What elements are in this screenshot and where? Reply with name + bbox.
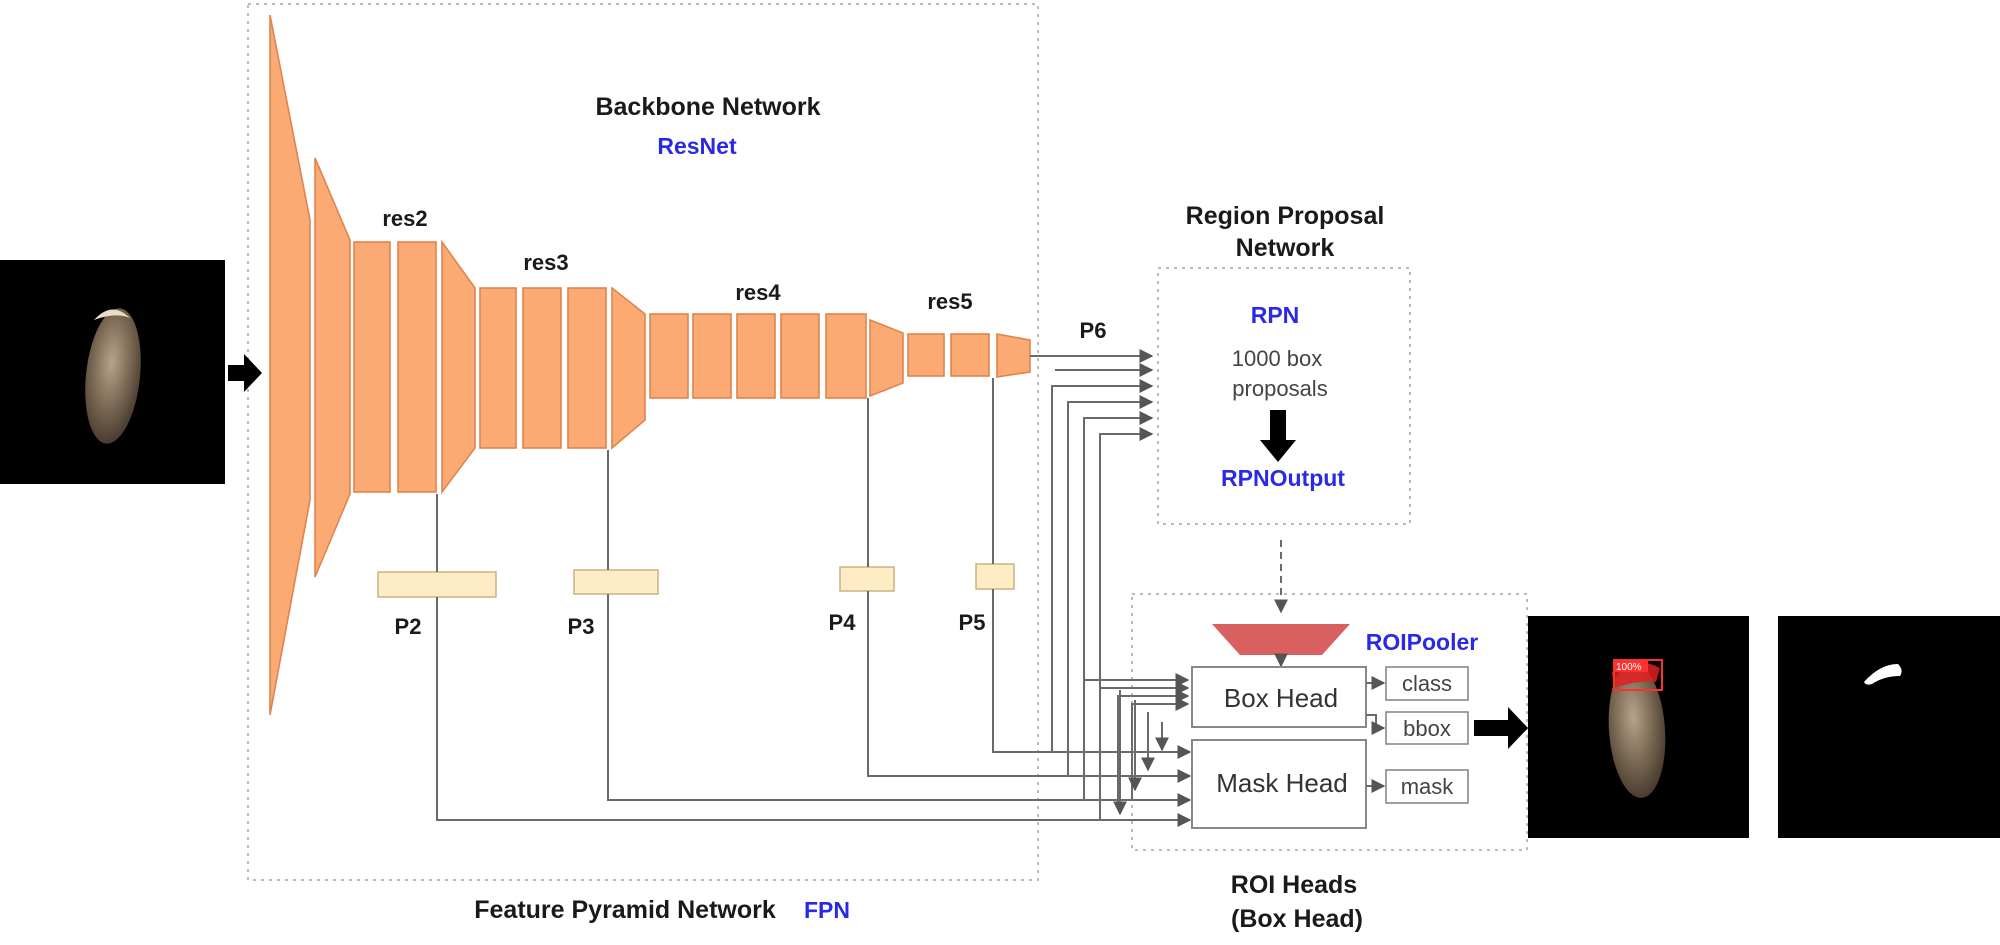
mask-shape bbox=[1864, 664, 1902, 685]
box-head-input-connectors bbox=[1083, 673, 1190, 820]
p4-box bbox=[839, 566, 895, 592]
input-image bbox=[0, 260, 225, 484]
res4-block bbox=[649, 313, 689, 399]
res4-block bbox=[736, 313, 776, 399]
rpn-frame bbox=[1157, 267, 1411, 525]
seed-icon bbox=[1608, 662, 1666, 798]
p5-box bbox=[975, 563, 1015, 590]
res2-block bbox=[397, 241, 437, 493]
seed-icon bbox=[85, 308, 141, 444]
rpn-body-line2: proposals bbox=[1232, 376, 1327, 401]
roi-heads-frame bbox=[1131, 593, 1528, 851]
res3-reduce bbox=[611, 286, 646, 450]
backbone-title: Backbone Network bbox=[595, 93, 820, 121]
res4-block bbox=[825, 313, 867, 399]
rpn-output-label: RPNOutput bbox=[1221, 465, 1345, 491]
res3-block bbox=[479, 287, 517, 449]
mask-output-label: mask bbox=[1401, 774, 1455, 799]
class-output-box bbox=[1385, 666, 1469, 701]
rpn-down-arrow-icon bbox=[1260, 410, 1296, 462]
score-label: 100% bbox=[1616, 662, 1642, 673]
p6-label: P6 bbox=[1080, 318, 1107, 343]
roi-heads-title-line2: (Box Head) bbox=[1231, 905, 1363, 933]
fpn-to-mask-connectors bbox=[436, 589, 1192, 827]
class-output-label: class bbox=[1402, 671, 1452, 696]
res2-reduce bbox=[441, 239, 476, 495]
rpn-body-line1: 1000 box bbox=[1232, 346, 1323, 371]
res5-reduce bbox=[996, 333, 1031, 378]
p2-label: P2 bbox=[395, 614, 422, 639]
roi-heads-title-line1: ROI Heads bbox=[1231, 871, 1357, 899]
res4-block bbox=[692, 313, 732, 399]
p3-box bbox=[573, 569, 659, 595]
fpn-title: Feature Pyramid Network bbox=[474, 896, 776, 924]
resnet-blocks bbox=[269, 14, 1031, 716]
roi-pooler-shape bbox=[1212, 624, 1350, 655]
res4-reduce bbox=[869, 318, 904, 398]
res2-block bbox=[353, 241, 391, 493]
box-head-box bbox=[1191, 666, 1367, 728]
bbox-output-label: bbox bbox=[1403, 716, 1451, 741]
box-head-label: Box Head bbox=[1224, 683, 1338, 713]
backbone-subtitle: ResNet bbox=[657, 133, 737, 159]
p5-label: P5 bbox=[959, 610, 986, 635]
res5-block bbox=[950, 333, 990, 377]
res5-block bbox=[907, 333, 945, 377]
mask-head-box bbox=[1191, 739, 1367, 829]
res4-block bbox=[780, 313, 820, 399]
backbone-fpn-frame bbox=[247, 3, 1039, 881]
lateral-connectors bbox=[436, 378, 994, 572]
res3-block bbox=[567, 287, 607, 449]
res2-label: res2 bbox=[382, 206, 427, 231]
output-arrow-icon bbox=[1474, 707, 1528, 749]
rpn-title-line1: Region Proposal bbox=[1186, 202, 1385, 230]
stem-block bbox=[269, 14, 311, 716]
p3-label: P3 bbox=[568, 614, 595, 639]
rpn-title-line2: Network bbox=[1236, 234, 1335, 262]
p4-label: P4 bbox=[829, 610, 857, 635]
rpn-input-connectors bbox=[1030, 349, 1154, 820]
res3-label: res3 bbox=[523, 250, 568, 275]
res5-label: res5 bbox=[927, 289, 972, 314]
res3-block bbox=[522, 287, 562, 449]
bbox-output-box bbox=[1385, 711, 1469, 745]
mask-image bbox=[1778, 616, 2000, 838]
fpn-abbr: FPN bbox=[804, 897, 850, 923]
mask-head-label: Mask Head bbox=[1216, 768, 1348, 798]
res4-label: res4 bbox=[735, 280, 781, 305]
rpn-name: RPN bbox=[1251, 302, 1300, 328]
stem-block-2 bbox=[314, 157, 351, 578]
p2-box bbox=[377, 571, 497, 598]
roi-pooler-label: ROIPooler bbox=[1366, 629, 1479, 655]
mask-output-box bbox=[1385, 769, 1469, 804]
input-arrow-icon bbox=[228, 354, 262, 392]
detection-image: 100% bbox=[1528, 616, 1749, 838]
